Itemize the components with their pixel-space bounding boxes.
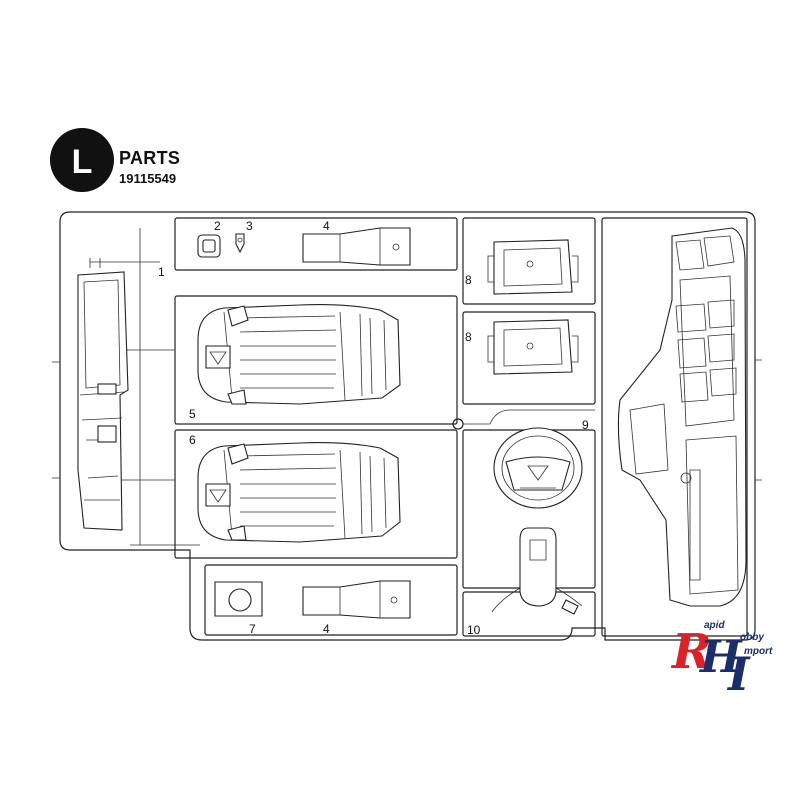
label-part-1: 1 xyxy=(158,265,165,279)
label-part-9: 9 xyxy=(582,418,589,432)
watermark-line-2: obby xyxy=(740,632,764,643)
part-6-seat xyxy=(197,442,401,543)
part-4-seat-mount-bottom xyxy=(302,580,411,619)
part-4-seat-mount-top xyxy=(302,227,411,266)
watermark-line-3: mport xyxy=(744,646,773,657)
sprue-frame xyxy=(52,211,762,641)
part-10-seatback-with-belt xyxy=(491,527,583,615)
part-8-lower-cushion xyxy=(487,319,579,375)
part-1-side-panel xyxy=(77,271,129,531)
part-5-seat xyxy=(197,304,401,405)
label-part-4-bottom: 4 xyxy=(323,622,330,636)
label-part-8-lower: 8 xyxy=(465,330,472,344)
parts-title: PARTS xyxy=(119,148,181,168)
label-part-8-upper: 8 xyxy=(465,273,472,287)
label-part-3: 3 xyxy=(246,219,253,233)
parts-letter-badge: L xyxy=(50,128,114,192)
label-part-5: 5 xyxy=(189,407,196,421)
parts-code: 19115549 xyxy=(119,171,177,186)
watermark-letter-i: I xyxy=(726,647,751,701)
watermark-line-1: apid xyxy=(704,620,725,631)
watermark-letter-r: R xyxy=(670,624,712,680)
rhi-watermark-logo: R H I apid obby mport xyxy=(670,620,773,701)
part-8-upper-cushion xyxy=(487,239,579,295)
part-3-small-hook xyxy=(235,233,245,254)
label-part-2: 2 xyxy=(214,219,221,233)
parts-letter: L xyxy=(72,143,93,181)
part-7-plate xyxy=(214,581,263,617)
part-2-small-buckle xyxy=(197,234,221,258)
watermark-letter-h: H xyxy=(698,632,743,683)
label-part-4-top: 4 xyxy=(323,219,330,233)
label-part-10: 10 xyxy=(467,623,481,637)
label-part-6: 6 xyxy=(189,433,196,447)
part-9-steering-wheel xyxy=(493,427,583,509)
right-dashboard-panel xyxy=(617,227,747,607)
label-part-7: 7 xyxy=(249,622,256,636)
